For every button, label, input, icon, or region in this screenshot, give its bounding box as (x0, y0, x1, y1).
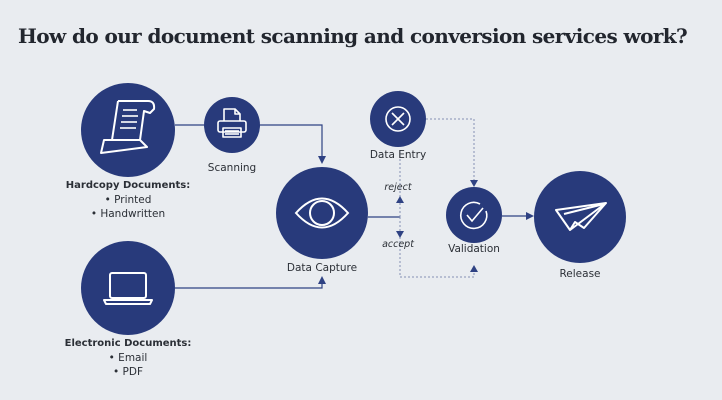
release-label: Release (559, 268, 601, 280)
electronic-caption: Electronic Documents: • Email • PDF (65, 337, 192, 379)
hardcopy-heading: Hardcopy Documents: (65, 180, 191, 191)
arrowhead (318, 276, 326, 284)
node-data-capture (276, 167, 368, 259)
connector-scanning-capture (260, 124, 326, 164)
connector-reject-dataentry (396, 150, 404, 217)
arrowhead (470, 180, 478, 187)
x-circle-icon (385, 106, 411, 132)
printer-icon (217, 108, 247, 138)
page-title: How do our document scanning and convers… (18, 24, 688, 48)
data-capture-label: Data Capture (286, 262, 358, 274)
laptop-icon (103, 272, 153, 305)
hardcopy-caption: Hardcopy Documents: • Printed • Handwrit… (66, 179, 190, 221)
node-release (534, 171, 626, 263)
accept-label: accept (382, 239, 414, 250)
scanning-label: Scanning (207, 162, 257, 174)
paper-plane-icon (555, 202, 607, 231)
connector-electronic-capture (175, 276, 326, 289)
node-data-entry (370, 91, 426, 147)
connector-validation-release (502, 212, 534, 220)
reject-label: reject (384, 182, 412, 193)
node-validation (446, 187, 502, 243)
electronic-bullet: • PDF (113, 366, 143, 378)
electronic-heading: Electronic Documents: (64, 338, 192, 349)
data-entry-label: Data Entry (369, 149, 427, 161)
scroll-document-icon (100, 100, 156, 154)
hardcopy-bullet: • Handwritten (90, 208, 166, 220)
arrowhead (526, 212, 534, 220)
connector-dataentry-validation (426, 118, 478, 187)
node-scanning (204, 97, 260, 153)
electronic-bullet: • Email (108, 352, 148, 364)
reject-arrowhead (396, 196, 404, 203)
hardcopy-bullet: • Printed (104, 194, 152, 206)
node-electronic (81, 241, 175, 335)
validation-label: Validation (448, 243, 500, 255)
node-hardcopy (81, 83, 175, 177)
eye-icon (294, 197, 350, 229)
accept-arrowhead (396, 231, 404, 238)
check-circle-icon (460, 201, 488, 230)
arrowhead (470, 265, 478, 272)
connector-accept-validation (396, 217, 478, 278)
